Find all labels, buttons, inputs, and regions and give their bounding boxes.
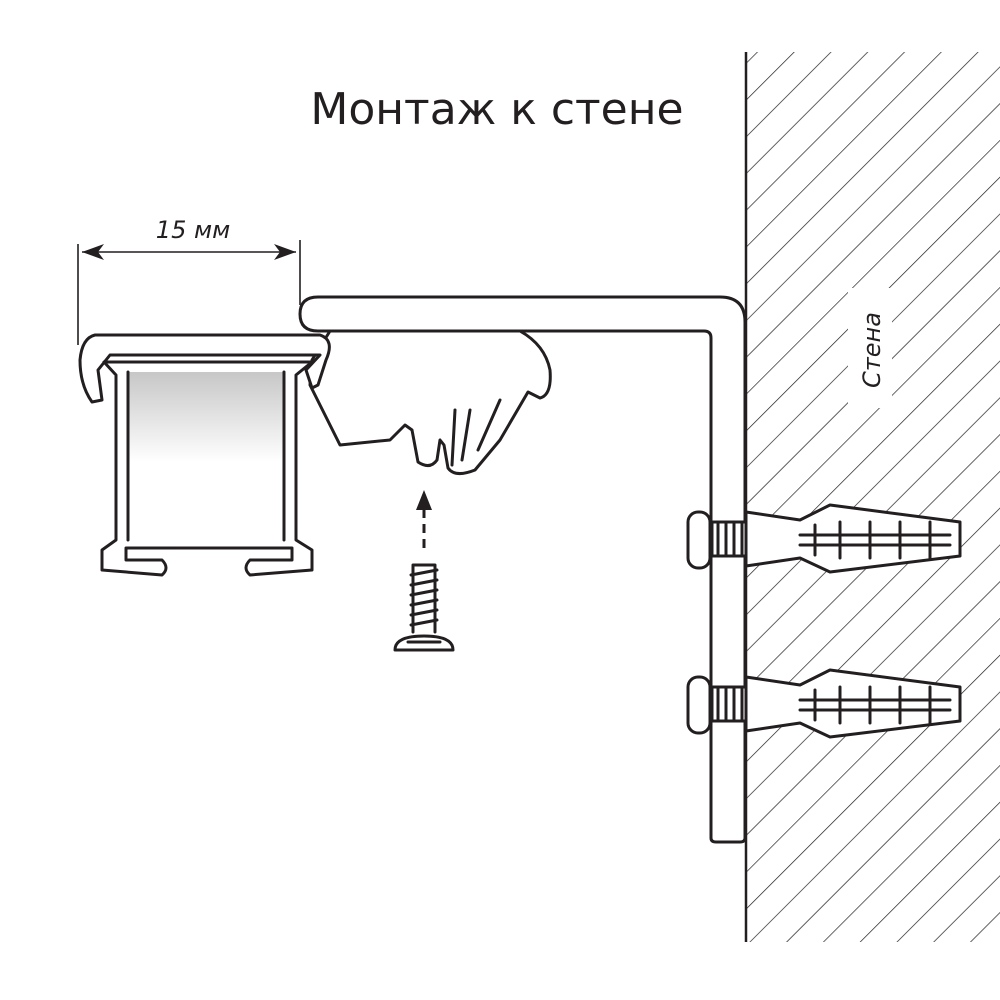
wall-label: Стена xyxy=(858,312,886,388)
l-bracket xyxy=(298,295,747,844)
curtain-rail-profile xyxy=(78,333,331,577)
clip-detail xyxy=(450,398,502,467)
dimension-label: 15 мм xyxy=(156,216,230,244)
wall-anchor-bottom xyxy=(686,668,962,739)
bracket-clip xyxy=(308,329,552,475)
rail-screw xyxy=(393,490,455,652)
wall-anchor-top xyxy=(686,503,962,574)
diagram-title: Монтаж к стене xyxy=(310,84,683,135)
wall: Стена xyxy=(744,52,1000,942)
dimension-15mm: 15 мм xyxy=(77,216,301,345)
